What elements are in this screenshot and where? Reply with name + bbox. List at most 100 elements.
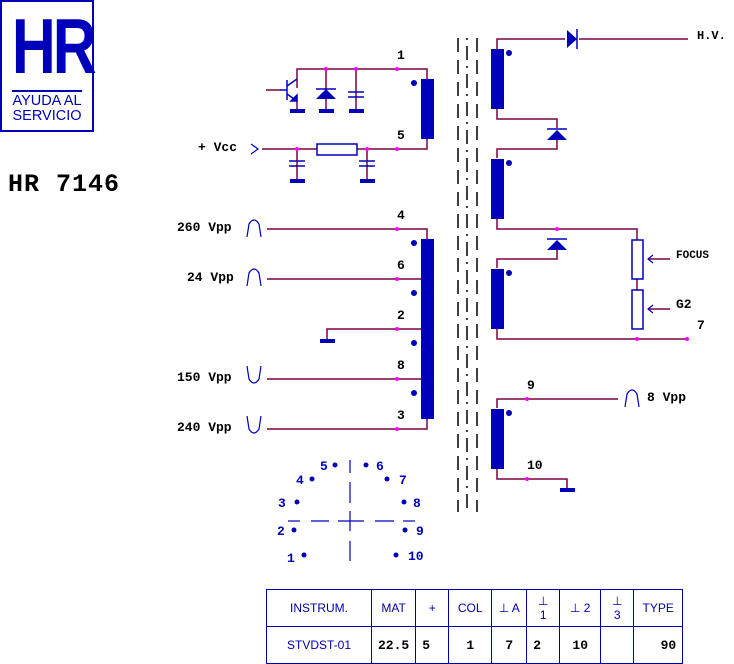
header-gnd-3: ⊥ 3	[600, 589, 635, 627]
pin-2-label: 2	[397, 308, 405, 323]
header-gnd-2: ⊥ 2	[559, 589, 602, 627]
g2-label: G2	[676, 297, 692, 312]
pin-7-label: 7	[697, 318, 705, 333]
cell-type: 90	[633, 626, 684, 664]
components	[246, 29, 654, 492]
pin-9-label: 9	[527, 378, 535, 393]
base-pin-3: 3	[278, 496, 286, 511]
logo-line-2: SERVICIO	[12, 108, 82, 124]
cell-plus: 5	[415, 626, 450, 664]
primary-winding	[421, 79, 434, 139]
cell-instrum: STVDST-01	[266, 626, 372, 664]
base-pin-8: 8	[413, 496, 421, 511]
polarity-dot	[411, 240, 417, 246]
labels: 1 5 + Vcc 4 6 2 8 3 260 Vpp 24 Vpp 150 V…	[177, 29, 726, 473]
negative-pulse-icon	[246, 365, 262, 384]
ground-symbols	[290, 109, 575, 492]
wire-seg3-top	[496, 250, 558, 268]
pin-3-label: 3	[397, 408, 405, 423]
hr-logo: HR AYUDA AL SERVICIO	[0, 0, 97, 132]
wire-pin1	[296, 68, 428, 88]
polarity-dot	[411, 340, 417, 346]
header-instrum: INSTRUM.	[266, 589, 372, 627]
header-mat: MAT	[370, 589, 417, 627]
aux-winding	[491, 409, 504, 469]
wires	[262, 38, 688, 488]
pin-6-label: 6	[397, 258, 405, 273]
wire-pin10	[496, 468, 568, 488]
ground-icon	[349, 109, 364, 113]
base-pin-5: 5	[320, 459, 328, 474]
wire-hv-top	[496, 38, 565, 50]
polarity-dot	[411, 80, 417, 86]
ground-icon	[320, 339, 335, 343]
capacitor-icon	[359, 160, 375, 167]
polarity-dot	[506, 410, 512, 416]
polarity-dot	[506, 50, 512, 56]
table-row: STVDST-01 22.5 5 1 7 2 10 90	[266, 626, 684, 664]
g2-potentiometer	[631, 289, 644, 330]
junctions	[295, 67, 689, 481]
wire-pin4	[267, 228, 428, 240]
cell-mat: 22.5	[370, 626, 417, 664]
base-pin-10: 10	[408, 549, 424, 564]
polarity-dot	[506, 160, 512, 166]
transformer-core	[457, 38, 478, 512]
base-pin-2: 2	[277, 524, 285, 539]
voltage-8-label: 8 Vpp	[647, 390, 686, 405]
wire-pin9	[496, 398, 618, 408]
cell-gnd-3	[600, 626, 635, 664]
wire-pin3	[267, 418, 428, 430]
cell-gnd-1: 2	[526, 626, 561, 664]
polarity-dot	[411, 290, 417, 296]
stack-diode-icon	[547, 238, 567, 250]
transistor-icon	[280, 78, 298, 102]
pin-10-label: 10	[527, 458, 543, 473]
positive-pulse-icon	[246, 219, 262, 238]
positive-pulse-icon	[624, 389, 640, 408]
pin-5-label: 5	[397, 128, 405, 143]
positive-pulse-icon	[246, 268, 262, 287]
windings	[411, 49, 512, 469]
base-pin-1: 1	[287, 551, 295, 566]
stack-diode-icon	[547, 128, 567, 140]
wire-seg2-top	[496, 140, 558, 158]
voltage-260-label: 260 Vpp	[177, 220, 232, 235]
focus-wiper-arrow-icon	[647, 254, 654, 264]
header-col: COL	[448, 589, 493, 627]
logo-subtitle: AYUDA AL SERVICIO	[2, 94, 92, 124]
cell-gnd-2: 10	[559, 626, 602, 664]
focus-potentiometer	[631, 239, 644, 280]
voltage-150-label: 150 Vpp	[177, 370, 232, 385]
hv-diode-icon	[567, 29, 578, 49]
voltage-240-label: 240 Vpp	[177, 420, 232, 435]
ground-icon	[290, 109, 305, 113]
wire-seg3-bottom	[496, 328, 688, 340]
resistor-icon	[316, 143, 358, 156]
hv-label: H.V.	[697, 29, 726, 43]
focus-label: FOCUS	[676, 250, 709, 262]
cell-col: 1	[448, 626, 493, 664]
header-gnd-1: ⊥ 1	[526, 589, 561, 627]
header-gnd-a: ⊥ A	[491, 589, 528, 627]
secondary-winding	[421, 239, 434, 419]
table-header-row: INSTRUM. MAT + COL ⊥ A ⊥ 1 ⊥ 2 ⊥ 3 TYPE	[266, 589, 684, 627]
pin-4-label: 4	[397, 208, 405, 223]
header-type: TYPE	[633, 589, 684, 627]
wire-seg1-diode	[496, 109, 558, 128]
wire-pin5	[357, 138, 428, 150]
ground-icon	[360, 179, 375, 183]
pin-8-label: 8	[397, 358, 405, 373]
voltage-24-label: 24 Vpp	[187, 270, 234, 285]
logo-line-1: AYUDA AL	[12, 93, 82, 109]
ground-icon	[319, 109, 334, 113]
wire-seg2-bottom	[496, 218, 638, 240]
ground-icon	[290, 179, 305, 183]
header-plus: +	[415, 589, 450, 627]
hv-winding-2	[491, 159, 504, 219]
zener-diode-icon	[316, 88, 336, 99]
capacitor-icon	[348, 91, 364, 98]
base-pin-9: 9	[416, 524, 424, 539]
vcc-label: + Vcc	[198, 140, 237, 155]
